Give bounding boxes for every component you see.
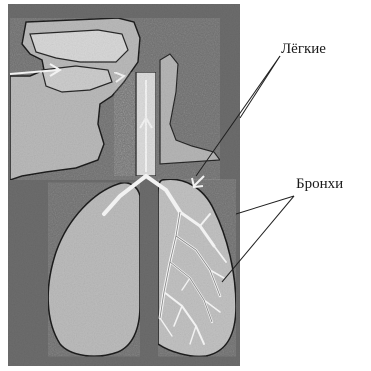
lungs-leader-line-2 (240, 56, 280, 118)
lungs-label: Лёгкие (281, 41, 326, 58)
bronchi-leader-line-1 (236, 196, 294, 214)
bronchi-label: Бронхи (296, 176, 343, 193)
